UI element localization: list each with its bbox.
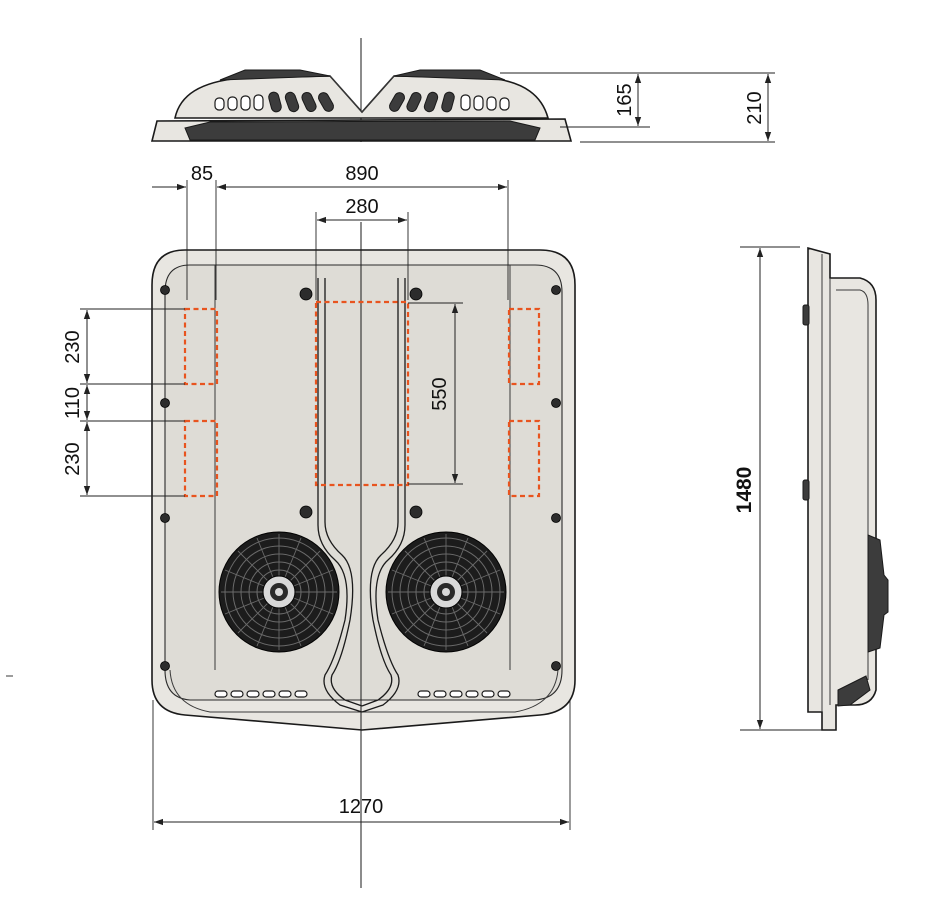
dim-210: 210 <box>744 91 766 124</box>
dim-165: 165 <box>614 83 636 116</box>
dim-110: 110 <box>62 387 84 419</box>
side-fan-housing <box>867 534 889 653</box>
dim-85: 85 <box>191 163 213 185</box>
dim-280: 280 <box>345 196 378 218</box>
fan-grille-left <box>218 531 340 653</box>
side-profile <box>807 246 877 731</box>
mounting-zones <box>183 300 541 498</box>
duct-opening <box>314 300 410 487</box>
unit-inner-panel <box>164 264 563 701</box>
vent-slots-bottom <box>214 690 511 698</box>
fan-grille-right <box>385 531 507 653</box>
dim-550: 550 <box>429 377 451 410</box>
plan-dimensions: 85 890 280 230 110 230 550 1270 <box>6 163 571 830</box>
pad-left-bottom <box>183 419 219 498</box>
dim-890: 890 <box>345 163 378 185</box>
dim-230-bottom: 230 <box>62 442 84 475</box>
plan-view <box>151 222 576 888</box>
base-rubber <box>184 120 541 141</box>
dim-230-top: 230 <box>62 330 84 363</box>
top-cap-left <box>219 69 331 81</box>
side-view: 1480 <box>733 246 889 731</box>
mounting-bolts <box>160 285 561 671</box>
dim-1270: 1270 <box>339 796 384 818</box>
pad-right-top <box>507 307 541 386</box>
top-elevation-view: 165 210 <box>150 38 775 143</box>
dim-1480: 1480 <box>733 467 756 514</box>
top-cap-right <box>393 69 506 81</box>
vent-slots-top <box>214 91 510 113</box>
pad-left-top <box>183 307 219 386</box>
pad-right-bottom <box>507 419 541 498</box>
